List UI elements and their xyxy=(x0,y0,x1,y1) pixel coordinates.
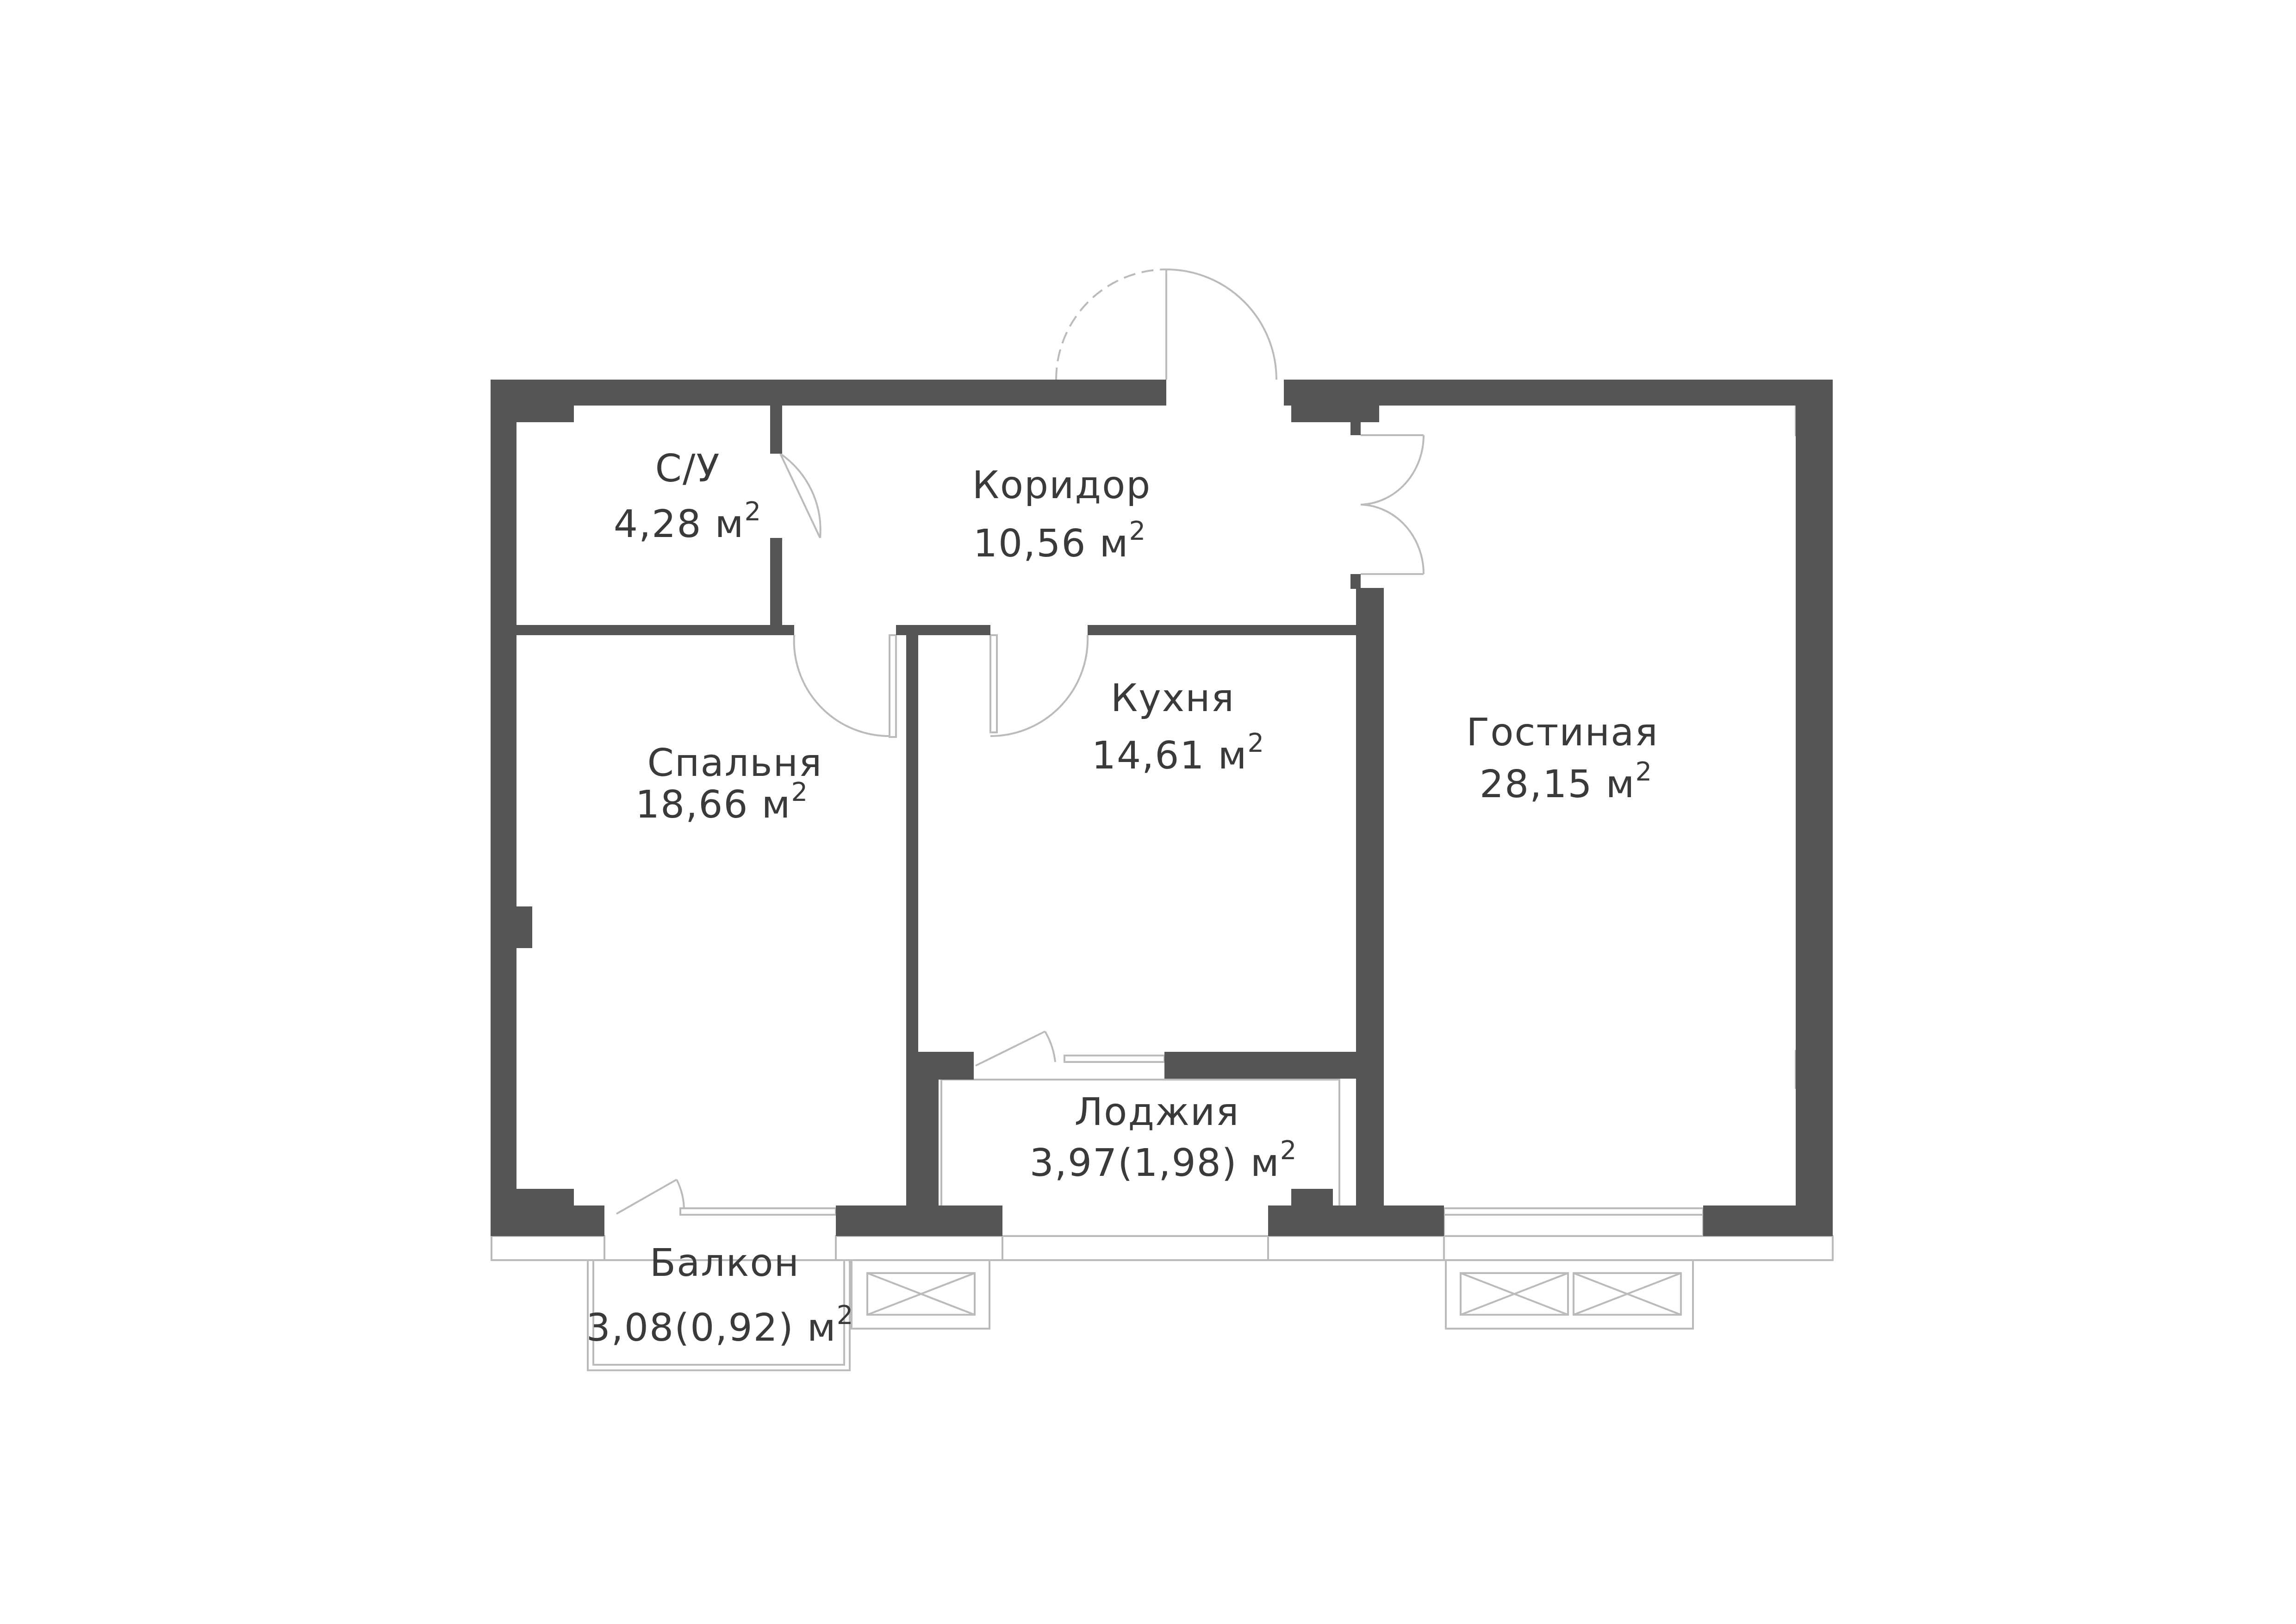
bedroom-area-text: 18,66 м2 xyxy=(635,777,809,827)
wall-living-door-jamb xyxy=(1350,406,1361,435)
su-door-leaf xyxy=(779,453,821,538)
facade-line-right xyxy=(1443,1235,1834,1261)
wall-left xyxy=(491,380,516,1236)
wall-kitchen-living xyxy=(1356,588,1384,1236)
su-door-arc xyxy=(779,453,821,538)
balcony-area-text: 3,08(0,92) м2 xyxy=(586,1300,854,1350)
living-area-text: 28,15 м2 xyxy=(1480,757,1653,806)
wall-right xyxy=(1796,380,1833,1236)
living-door-arc-top xyxy=(1360,435,1425,506)
flower-box-left-cross2 xyxy=(867,1272,975,1316)
loggia-name: Лоджия xyxy=(1074,1090,1239,1134)
balcony-door-arc xyxy=(676,1179,685,1210)
wall-bottom-right xyxy=(1703,1206,1833,1236)
wall-kitchen-living-top xyxy=(1350,574,1361,589)
loggia-door-leaf xyxy=(975,1031,1045,1067)
flower-box-right-inner-a xyxy=(1460,1272,1569,1316)
flower-box-left-inner xyxy=(866,1272,976,1316)
wall-top-right xyxy=(1284,380,1833,406)
flower-box-right-cross4 xyxy=(1573,1272,1681,1316)
window-bedroom-balcony xyxy=(679,1207,837,1216)
wall-corridor-kitchen-right xyxy=(1088,625,1356,635)
facade-line-left xyxy=(491,1235,605,1261)
loggia-door-arc xyxy=(1044,1031,1056,1062)
wall-bedroom-kitchen xyxy=(906,635,918,1052)
facade-line-mid-left xyxy=(835,1235,1003,1261)
living-name: Гостиная xyxy=(1466,711,1659,755)
walls xyxy=(491,380,1833,1236)
balcony-name: Балкон xyxy=(650,1241,800,1285)
facade-line-mid-right xyxy=(1267,1235,1445,1261)
wall-corridor-kitchen-left xyxy=(896,625,990,635)
thin-lines xyxy=(491,269,1834,1371)
loggia-outline xyxy=(940,1079,1340,1237)
entrance-door-arc xyxy=(1166,269,1277,380)
window-kitchen-loggia xyxy=(1064,1055,1165,1063)
bedroom-door-arc xyxy=(793,635,890,737)
kitchen-door-arc xyxy=(990,635,1089,737)
door-arcs xyxy=(676,269,1425,1210)
window-living xyxy=(1443,1207,1704,1216)
corridor-area-text: 10,56 м2 xyxy=(973,516,1146,566)
wall-bottom-loggia-right-corner xyxy=(1291,1189,1333,1206)
wall-left-pilaster xyxy=(516,906,532,948)
kitchen-door-leaf xyxy=(989,634,998,733)
wall-kitchen-loggia-right xyxy=(1164,1052,1356,1079)
corridor-name: Коридор xyxy=(972,463,1151,507)
living-door-arc-bottom xyxy=(1360,504,1425,575)
bedroom-name: Спальня xyxy=(647,741,823,785)
facade-line-mid xyxy=(1002,1235,1269,1261)
wall-left-bottom-corner xyxy=(491,1189,574,1206)
flower-box-right xyxy=(1445,1259,1694,1330)
wall-top-right-corner xyxy=(1291,406,1379,422)
su-area-text: 4,28 м2 xyxy=(614,497,762,546)
flower-box-left xyxy=(851,1259,990,1330)
wall-bottom-left xyxy=(491,1206,604,1236)
kitchen-area-text: 14,61 м2 xyxy=(1092,728,1265,778)
wall-kitchen-loggia-left xyxy=(918,1052,974,1080)
flower-box-right-inner-b xyxy=(1573,1272,1682,1316)
wall-su-bedroom xyxy=(516,625,794,635)
window-living-frame xyxy=(1443,1214,1704,1237)
flower-box-right-cross2 xyxy=(1460,1272,1568,1316)
loggia-area-text: 3,97(1,98) м2 xyxy=(1030,1136,1298,1185)
kitchen-name: Кухня xyxy=(1111,676,1235,720)
room-labels: С/У 4,28 м2 Коридор 10,56 м2 Кухня 14,61… xyxy=(586,447,1659,1350)
wall-bottom-mid xyxy=(836,1206,1002,1236)
wall-su-corridor-bottom xyxy=(770,538,782,635)
bedroom-door-leaf xyxy=(889,634,897,738)
balcony-outline-inner xyxy=(592,1259,845,1366)
balcony-door-leaf xyxy=(616,1179,677,1215)
wall-top-left xyxy=(491,380,1166,406)
wall-su-corridor-top xyxy=(770,406,782,454)
entrance-door-arc-dashed xyxy=(1055,269,1167,380)
su-name: С/У xyxy=(655,447,721,491)
